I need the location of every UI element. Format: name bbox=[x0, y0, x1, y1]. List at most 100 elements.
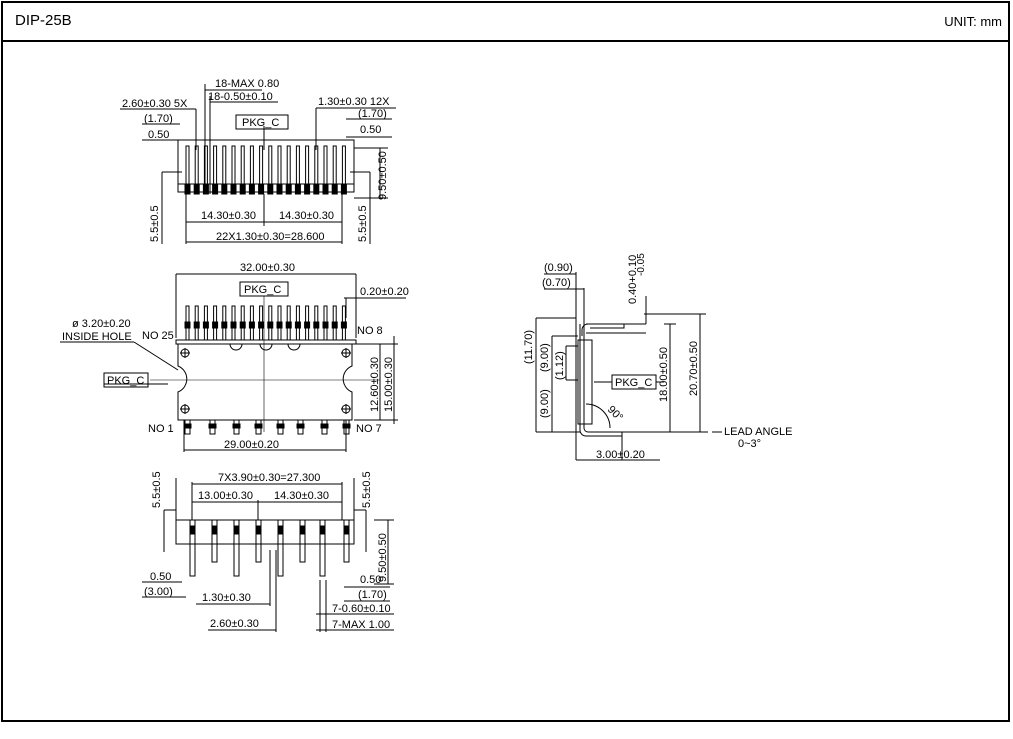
side-lead bbox=[579, 324, 622, 437]
dim-label: 3.00±0.20 bbox=[596, 449, 645, 461]
front-view: 32.00±0.30 PKG_C 0.20±0.20 ø 3.20±0.20 I… bbox=[60, 262, 409, 452]
dim-label: 9.50±0.50 bbox=[377, 151, 389, 200]
dim-label: 0.50 bbox=[360, 574, 381, 586]
top-pin-foot bbox=[294, 183, 301, 195]
top-pin-foot bbox=[212, 183, 219, 195]
upper-pin-tab bbox=[184, 321, 191, 329]
dim-label: 0.50 bbox=[148, 129, 169, 141]
pin-label: NO 1 bbox=[148, 423, 174, 435]
dim-label: 1.30±0.30 12X bbox=[318, 96, 390, 108]
pkg-c-box bbox=[103, 372, 149, 388]
upper-pin-tab bbox=[285, 321, 292, 329]
pkg-label: PKG_C bbox=[107, 375, 144, 387]
upper-pin-tab bbox=[239, 321, 246, 329]
dim-label: 18.00±0.50 bbox=[658, 347, 670, 402]
upper-pin-tab bbox=[258, 321, 265, 329]
top-pin-foot bbox=[202, 183, 209, 195]
mount-hole bbox=[341, 348, 351, 358]
dim-label: (9.00) bbox=[539, 389, 551, 418]
dim-label: (0.70) bbox=[542, 277, 571, 289]
bottom-view: 5.5±0.5 5.5±0.5 7X3.90±0.30=27.300 13.00… bbox=[142, 471, 394, 632]
upper-pin-tab bbox=[322, 321, 329, 329]
dim-label: 18-MAX 0.80 bbox=[215, 78, 279, 90]
lower-pin-tab bbox=[296, 423, 305, 429]
dim-label: 7-0.60±0.10 bbox=[332, 603, 391, 615]
pkg-c-box bbox=[239, 281, 289, 297]
dim-label: (9.00) bbox=[539, 343, 551, 372]
dim-label: -0.05 bbox=[636, 253, 647, 276]
bottom-pin bbox=[233, 519, 240, 577]
pin-label: NO 25 bbox=[142, 330, 174, 342]
drawing-frame: DIP-25B UNIT: mm bbox=[1, 1, 1010, 722]
title-bar: DIP-25B UNIT: mm bbox=[3, 3, 1008, 42]
front-view-body bbox=[177, 343, 353, 421]
bottom-pin bbox=[343, 519, 350, 563]
side-view: (0.90) (0.70) 0.40+0.10 -0.05 (11.70) (9… bbox=[523, 253, 792, 461]
top-view-pins bbox=[184, 145, 347, 195]
front-view-rim bbox=[175, 339, 357, 345]
dim-label: 2.60±0.30 bbox=[210, 618, 259, 630]
dim-label: 9.50±0.50 bbox=[377, 533, 389, 582]
pkg-label: PKG_C bbox=[615, 377, 652, 389]
lower-pin-tab bbox=[276, 423, 285, 429]
top-view: 18-MAX 0.80 18-0.50±0.10 2.60±0.30 5X (1… bbox=[120, 78, 396, 244]
bottom-pin bbox=[277, 519, 284, 577]
dim-label: 22X1.30±0.30=28.600 bbox=[216, 231, 325, 243]
upper-pin-tab bbox=[340, 321, 347, 329]
lower-pin-tab bbox=[320, 423, 329, 429]
package-name: DIP-25B bbox=[15, 12, 72, 29]
top-pin-foot bbox=[184, 183, 191, 195]
bottom-pin-mark bbox=[278, 525, 283, 535]
dim-label: 32.00±0.30 bbox=[240, 262, 295, 274]
upper-pin-tab bbox=[212, 321, 219, 329]
side-lead bbox=[583, 324, 622, 433]
dim-label: (11.70) bbox=[523, 330, 535, 364]
dim-label: 29.00±0.20 bbox=[224, 439, 279, 451]
top-pin-foot bbox=[230, 183, 237, 195]
dim-label: (1.12) bbox=[554, 351, 566, 380]
upper-pin-tab bbox=[267, 321, 274, 329]
bottom-pin bbox=[299, 519, 306, 563]
pin-label: NO 8 bbox=[357, 325, 383, 337]
dim-line bbox=[133, 341, 179, 371]
top-pin-foot bbox=[276, 183, 283, 195]
dim-label: 7-MAX 1.00 bbox=[332, 619, 390, 631]
upper-pin-tab bbox=[294, 321, 301, 329]
upper-pin-tab bbox=[331, 321, 338, 329]
dim-label: (1.70) bbox=[358, 589, 387, 601]
top-pin-foot bbox=[267, 183, 274, 195]
angle-arc bbox=[585, 403, 611, 429]
top-view-body bbox=[177, 139, 355, 193]
dim-label: 5.5±0.5 bbox=[151, 471, 163, 508]
upper-pin-tab bbox=[193, 321, 200, 329]
dim-label: 14.30±0.30 bbox=[201, 210, 256, 222]
front-view-lower-pins bbox=[183, 419, 351, 435]
top-pin-foot bbox=[193, 183, 200, 195]
dim-label: 1.30±0.30 bbox=[202, 592, 251, 604]
top-pin-foot bbox=[313, 183, 320, 195]
dim-label: 15.00±0.30 bbox=[383, 357, 395, 412]
bottom-view-body bbox=[175, 519, 355, 545]
bottom-pin-mark bbox=[300, 525, 305, 535]
dim-label: INSIDE HOLE bbox=[62, 331, 132, 343]
upper-pin-tab bbox=[202, 321, 209, 329]
upper-pin-tab bbox=[276, 321, 283, 329]
dim-label: (3.00) bbox=[144, 586, 173, 598]
upper-pin-tab bbox=[313, 321, 320, 329]
dim-label: 13.00±0.30 bbox=[198, 490, 253, 502]
dim-label: 18-0.50±0.10 bbox=[208, 91, 273, 103]
side-body bbox=[577, 339, 593, 425]
top-pin-foot bbox=[239, 183, 246, 195]
bottom-pin-mark bbox=[234, 525, 239, 535]
dim-label: 5.5±0.5 bbox=[357, 205, 369, 242]
dim-label: ø 3.20±0.20 bbox=[72, 318, 131, 330]
top-pin-foot bbox=[331, 183, 338, 195]
lower-pin-tab bbox=[183, 423, 192, 429]
mount-hole bbox=[180, 404, 190, 414]
front-view-top-edge bbox=[178, 343, 352, 351]
pkg-label: PKG_C bbox=[244, 284, 281, 296]
angle-label: 90° bbox=[605, 404, 625, 424]
lead-angle-range: 0~3° bbox=[738, 438, 761, 450]
mount-hole bbox=[180, 348, 190, 358]
top-pin-foot bbox=[221, 183, 228, 195]
